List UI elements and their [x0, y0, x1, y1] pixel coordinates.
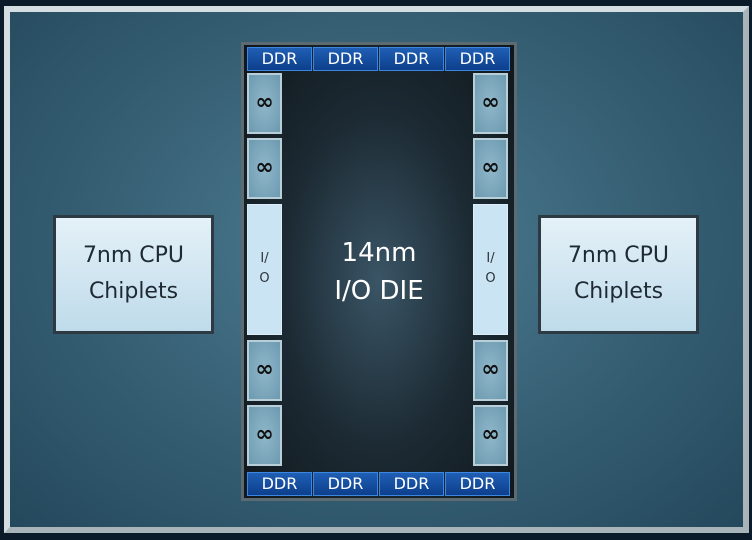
infinity-fabric-link-icon: ∞ — [473, 340, 508, 401]
infinity-fabric-link-icon: ∞ — [247, 405, 282, 466]
cpu-chiplets-left: 7nm CPU Chiplets — [53, 215, 214, 334]
io-port: I/O — [473, 204, 508, 335]
io-port-label: O — [485, 271, 496, 286]
infinity-fabric-link-icon: ∞ — [473, 73, 508, 134]
ddr-channel-bottom: DDR — [247, 472, 312, 496]
ddr-channel-top: DDR — [445, 47, 510, 71]
io-port-label: O — [259, 271, 270, 286]
io-port: I/O — [247, 204, 282, 335]
infinity-fabric-link-icon: ∞ — [473, 405, 508, 466]
infinity-fabric-link-icon: ∞ — [247, 138, 282, 199]
infinity-fabric-link-icon: ∞ — [473, 138, 508, 199]
io-die-label-line1: 14nm — [341, 238, 417, 268]
chiplet-label-line2: Chiplets — [88, 279, 179, 304]
io-die — [241, 42, 517, 501]
chiplet-label-line1: 7nm CPU — [567, 243, 670, 268]
io-port-label: I/ — [486, 251, 495, 266]
io-die-label-line2: I/O DIE — [334, 276, 424, 306]
infinity-fabric-link-icon: ∞ — [247, 340, 282, 401]
cpu-chiplets-right: 7nm CPU Chiplets — [538, 215, 699, 334]
ddr-channel-bottom: DDR — [313, 472, 378, 496]
ddr-channel-top: DDR — [313, 47, 378, 71]
infinity-fabric-link-icon: ∞ — [247, 73, 282, 134]
chiplet-label-line1: 7nm CPU — [82, 243, 185, 268]
io-port-label: I/ — [260, 251, 269, 266]
io-die-label: 14nm I/O DIE — [241, 234, 517, 310]
ddr-channel-bottom: DDR — [445, 472, 510, 496]
ddr-channel-top: DDR — [247, 47, 312, 71]
chiplet-label-line2: Chiplets — [573, 279, 664, 304]
ddr-channel-top: DDR — [379, 47, 444, 71]
ddr-channel-bottom: DDR — [379, 472, 444, 496]
